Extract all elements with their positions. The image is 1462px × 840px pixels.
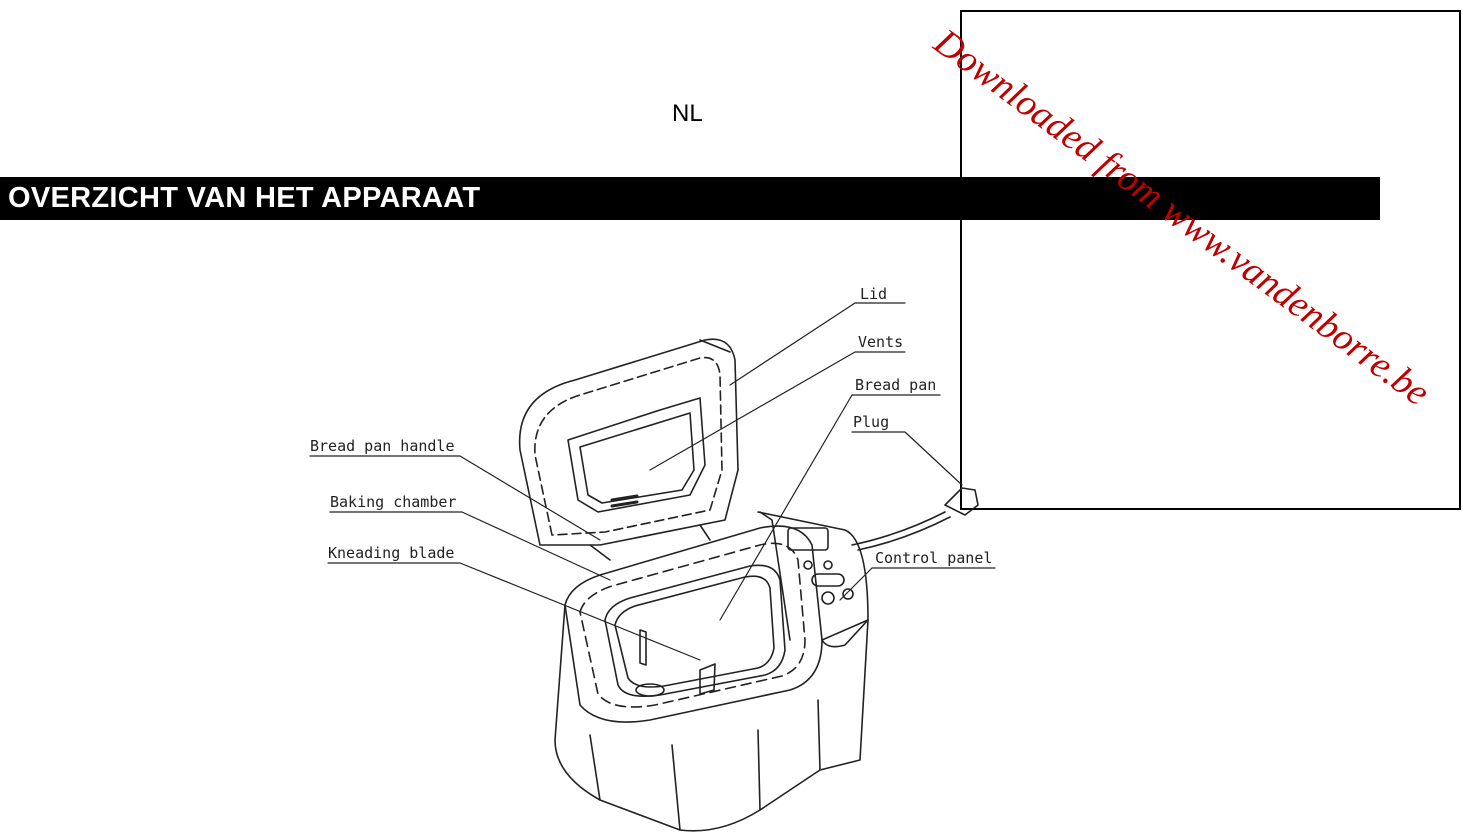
bread-maker-body bbox=[554, 487, 979, 832]
section-title: OVERZICHT VAN HET APPARAAT bbox=[8, 182, 481, 214]
label-vents: Vents bbox=[858, 333, 903, 351]
label-plug: Plug bbox=[853, 413, 889, 431]
label-baking-chamber: Baking chamber bbox=[330, 493, 456, 511]
lid-illustration bbox=[518, 338, 739, 561]
label-kneading-blade: Kneading blade bbox=[328, 544, 454, 562]
section-header-bar: OVERZICHT VAN HET APPARAAT bbox=[0, 177, 1380, 220]
watermark-frame bbox=[960, 10, 1461, 510]
label-bread-pan-handle: Bread pan handle bbox=[310, 437, 455, 455]
language-code: NL bbox=[672, 100, 703, 127]
label-control-panel: Control panel bbox=[875, 549, 992, 567]
label-bread-pan: Bread pan bbox=[855, 376, 936, 394]
callout-lines bbox=[309, 302, 996, 661]
label-lid: Lid bbox=[860, 285, 887, 303]
